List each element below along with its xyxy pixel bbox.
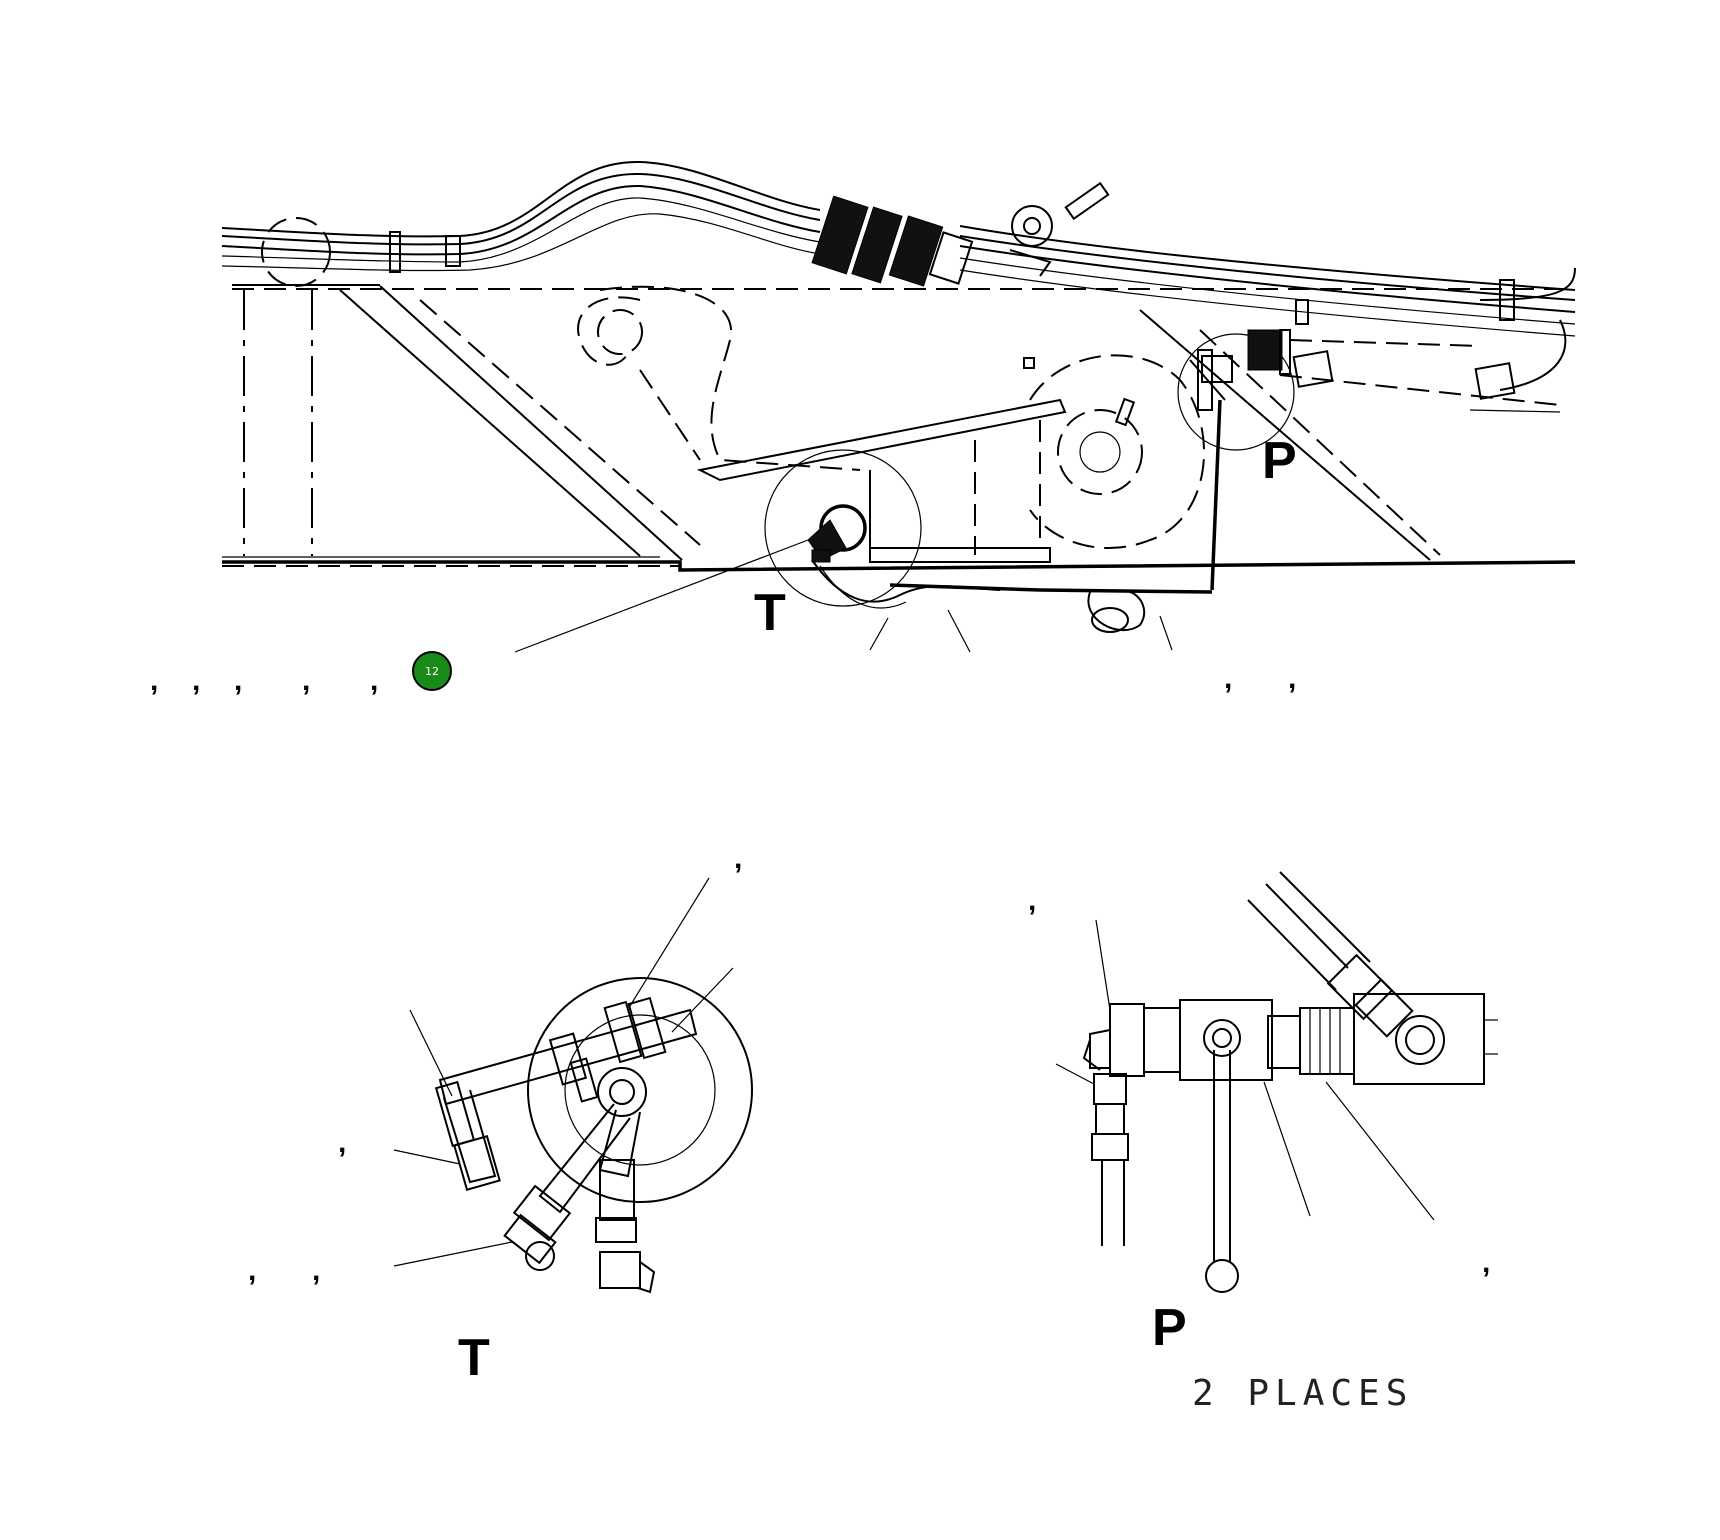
svg-text:,: , — [312, 1254, 320, 1287]
svg-text:,: , — [1028, 884, 1036, 917]
svg-text:,: , — [1482, 1246, 1490, 1279]
svg-text:,: , — [370, 664, 378, 697]
detail-p-callout-circle — [1177, 329, 1295, 451]
callout-commas-right: , , — [1224, 662, 1296, 695]
svg-text:,: , — [338, 1126, 346, 1159]
callout-number-badge[interactable]: 12 — [412, 651, 452, 691]
detail-p-commas: , , — [1028, 884, 1490, 1279]
svg-text:,: , — [302, 664, 310, 697]
svg-text:,: , — [150, 664, 158, 697]
badge-number: 12 — [425, 665, 439, 678]
detail-t-callout-circle — [764, 449, 922, 607]
detail-p-label: P — [1152, 1299, 1187, 1357]
main-assembly-view — [221, 160, 1576, 653]
detail-t-view — [393, 877, 753, 1294]
detail-p-label-main: P — [1262, 432, 1297, 490]
svg-text:,: , — [734, 842, 742, 875]
detail-t-commas: , , , , — [248, 842, 742, 1287]
detail-p-view — [1055, 871, 1498, 1293]
callout-commas-left: , , , , , — [150, 664, 378, 697]
valve-block-cluster — [811, 181, 1110, 287]
svg-text:,: , — [234, 664, 242, 697]
svg-text:,: , — [248, 1254, 256, 1287]
detail-t-label: T — [458, 1329, 490, 1387]
badge-circle — [412, 651, 452, 691]
detail-t-label-main: T — [754, 584, 786, 642]
svg-text:,: , — [192, 664, 200, 697]
svg-text:,: , — [1288, 662, 1296, 695]
places-note: 2 PLACES — [1192, 1373, 1413, 1414]
svg-text:,: , — [1224, 662, 1232, 695]
